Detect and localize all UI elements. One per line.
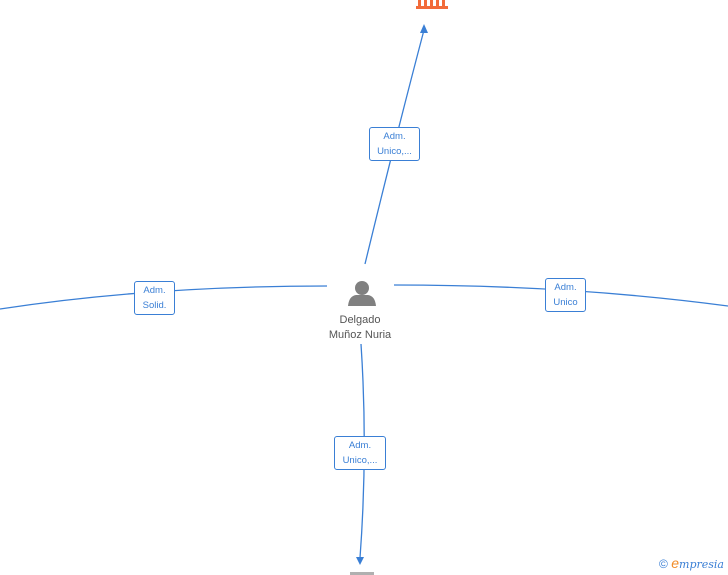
building-icon[interactable] <box>416 0 448 9</box>
empresia-watermark: © empresia <box>659 555 724 571</box>
role-label-bottom[interactable]: Adm. Unico,... <box>334 436 386 470</box>
node-bottom-partial[interactable] <box>350 572 374 575</box>
person-name[interactable]: Delgado Muñoz Nuria <box>312 313 408 343</box>
role-label-bottom-line2: Unico,... <box>342 455 378 466</box>
arrowhead-bottom <box>356 557 364 565</box>
role-label-left-line2: Solid. <box>142 300 167 311</box>
person-icon[interactable] <box>348 281 376 306</box>
role-label-top[interactable]: Adm. Unico,... <box>369 127 420 161</box>
role-label-left-line1: Adm. <box>143 285 166 296</box>
role-label-left[interactable]: Adm. Solid. <box>134 281 175 315</box>
role-label-right-line1: Adm. <box>554 282 577 293</box>
person-name-line1: Delgado <box>339 314 381 326</box>
role-label-bottom-line1: Adm. <box>348 440 372 451</box>
arrowhead-top <box>420 24 428 33</box>
role-label-right[interactable]: Adm. Unico <box>545 278 586 312</box>
brand-name: mpresia <box>679 558 724 571</box>
role-label-right-line2: Unico <box>553 297 578 308</box>
brand-initial: e <box>671 555 680 571</box>
person-name-line2: Muñoz Nuria <box>328 329 392 341</box>
copyright-symbol: © <box>659 557 668 571</box>
role-label-top-line1: Adm. <box>383 131 406 142</box>
role-label-top-line2: Unico,... <box>377 146 412 157</box>
